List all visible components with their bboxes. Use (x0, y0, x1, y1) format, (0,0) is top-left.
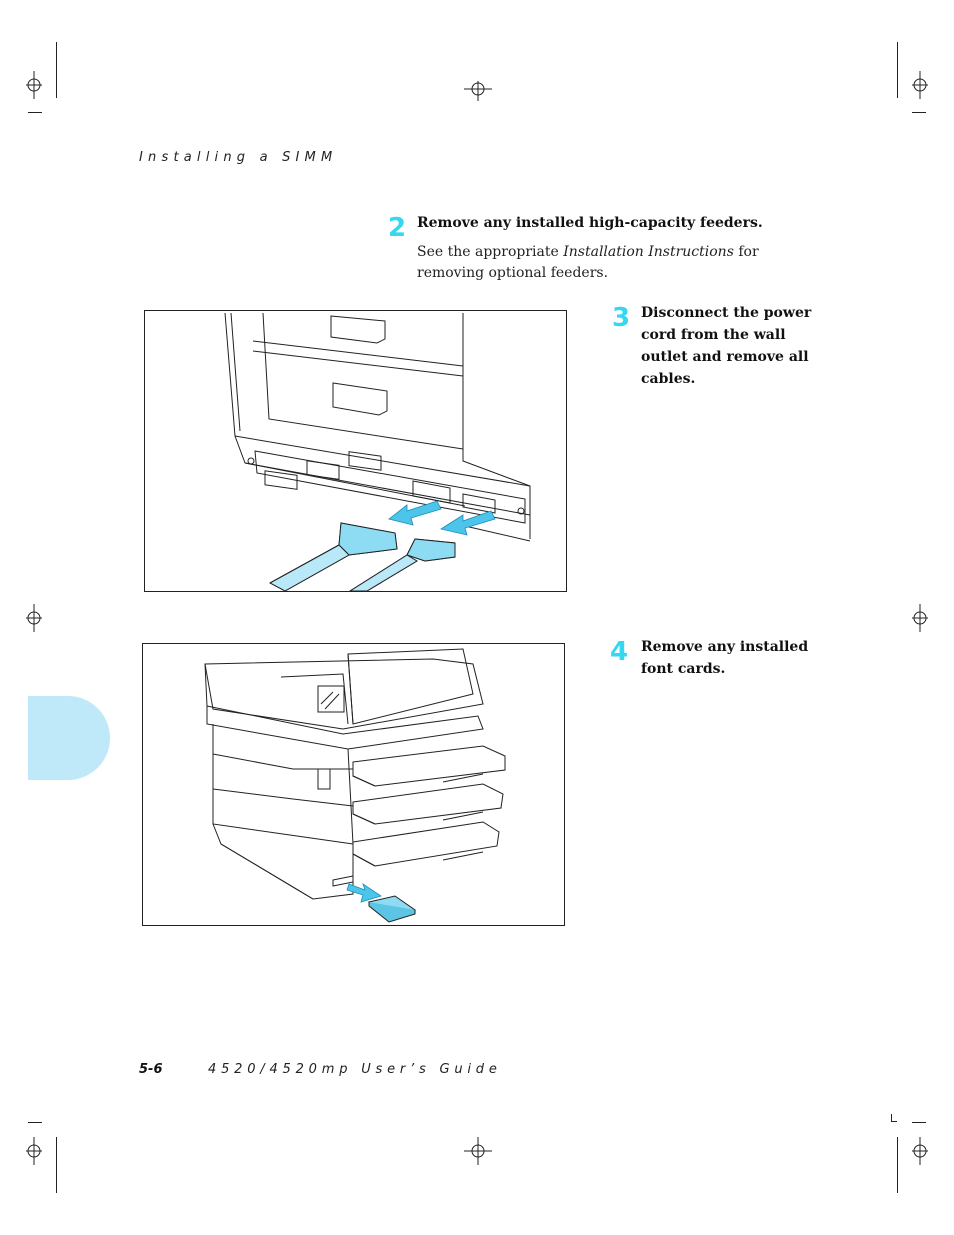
step-2-body-prefix: See the appropriate (417, 244, 564, 260)
step-2-heading: Remove any installed high-capacity feede… (417, 215, 763, 231)
chapter-tab (28, 696, 110, 780)
step-2-body-suffix: for removing optional feeders. (417, 244, 759, 281)
guide-title: 4520/4520mp User’s Guide (208, 1062, 502, 1077)
printer-front-illustration (204, 648, 506, 923)
figure-font-card (142, 643, 565, 926)
figure-cables (144, 310, 567, 592)
step-2-body: See the appropriate Installation Instruc… (417, 242, 787, 284)
section-title: Installing a SIMM (139, 150, 338, 165)
step-number-3: 3 (612, 303, 631, 333)
page-number: 5-6 (139, 1062, 163, 1077)
step-number-2: 2 (388, 213, 407, 243)
step-2-body-italic: Installation Instructions (563, 244, 734, 260)
printer-rear-illustration (224, 312, 531, 592)
step-4-heading: Remove any installed font cards. (641, 639, 809, 677)
step-number-4: 4 (610, 637, 629, 667)
step-3-heading: Disconnect the power cord from the wall … (641, 305, 812, 387)
